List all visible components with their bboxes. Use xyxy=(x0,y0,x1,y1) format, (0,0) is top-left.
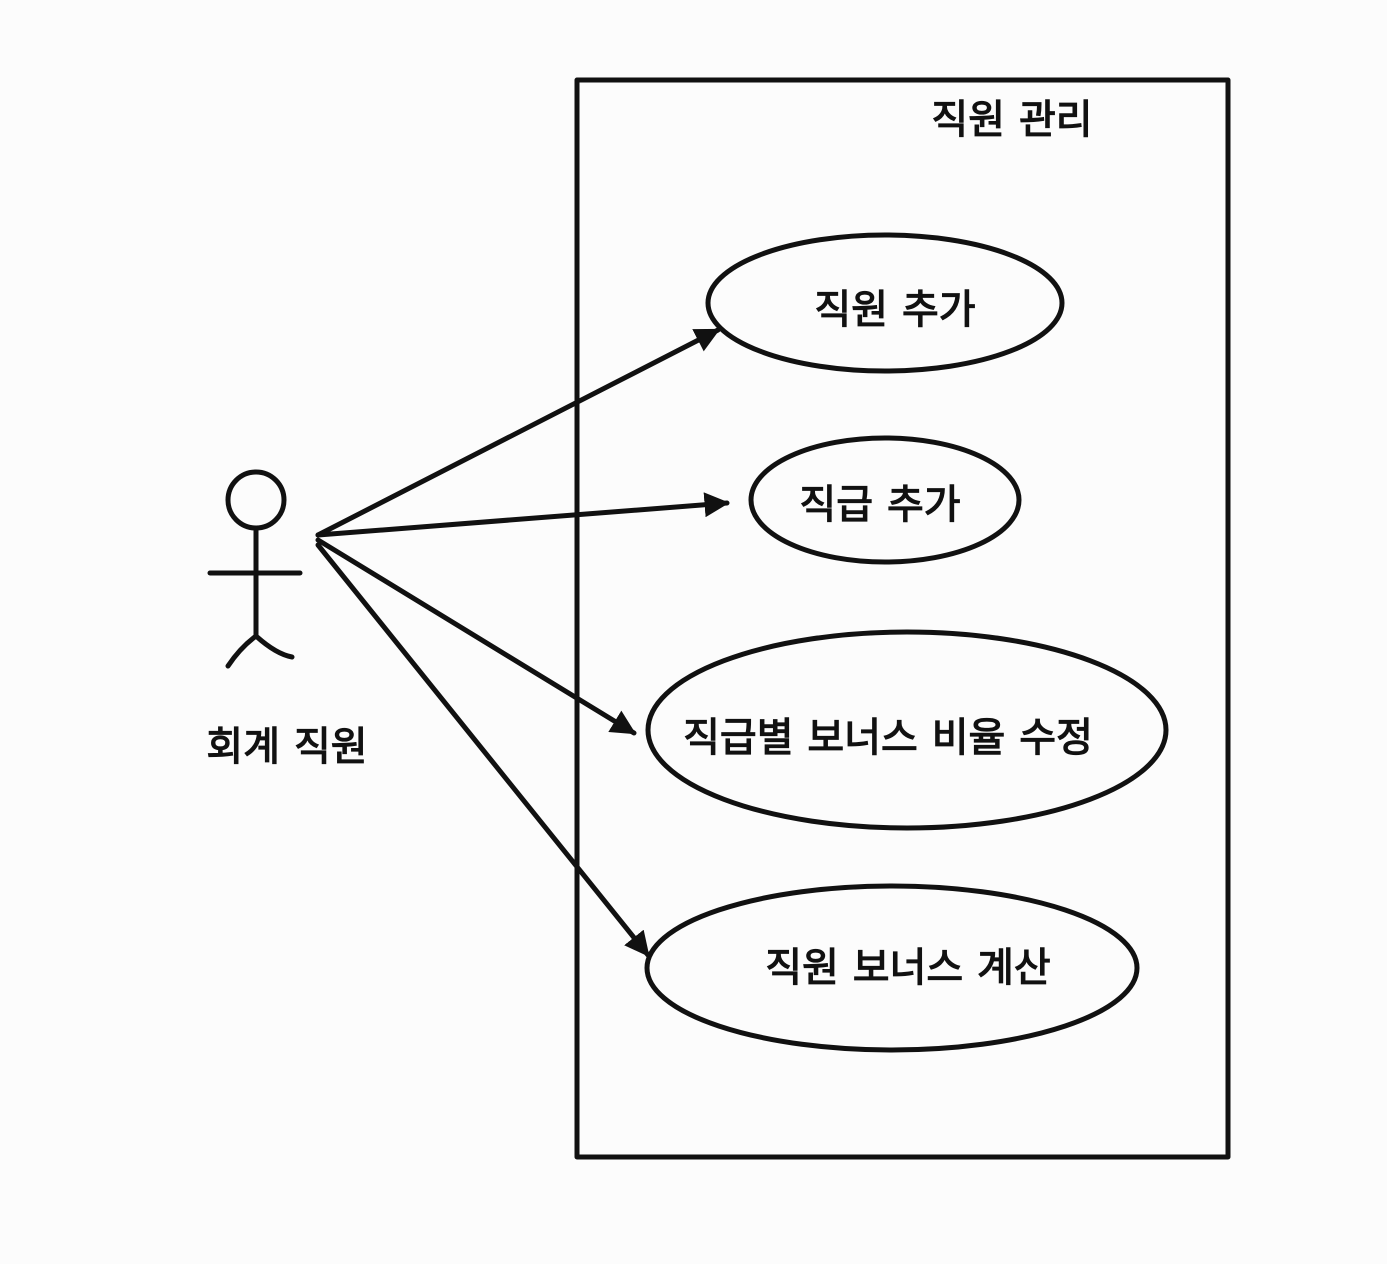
system-boundary xyxy=(574,77,1231,1160)
actor-left-leg xyxy=(225,633,259,669)
actor-name: 회계 직원 xyxy=(206,724,367,770)
association-arrow-calc-bonus xyxy=(315,542,651,958)
use-case-add-employee: 직원 추가 xyxy=(705,232,1065,374)
use-case-ellipse xyxy=(644,883,1140,1053)
association-arrow-add-employee xyxy=(315,327,721,538)
use-case-label: 직원 보너스 계산 xyxy=(765,945,1051,991)
use-case-add-rank: 직급 추가 xyxy=(748,435,1022,565)
system-title: 직원 관리 xyxy=(931,97,1092,143)
use-case-label: 직급별 보너스 비율 수정 xyxy=(683,715,1093,761)
actor-right-leg xyxy=(253,633,295,660)
use-case-edit-bonus-rate: 직급별 보너스 비율 수정 xyxy=(645,629,1169,831)
actor-figure xyxy=(207,469,303,669)
use-case-calc-bonus: 직원 보너스 계산 xyxy=(644,883,1140,1053)
actor-head xyxy=(225,469,287,531)
association-arrow-add-rank xyxy=(315,492,730,538)
use-case-ellipse xyxy=(748,435,1022,565)
association-arrow-edit-bonus-rate xyxy=(315,537,637,736)
use-case-label: 직급 추가 xyxy=(799,482,960,528)
use-case-ellipse xyxy=(705,232,1065,374)
use-case-label: 직원 추가 xyxy=(814,287,975,333)
use-case-ellipse xyxy=(645,629,1169,831)
